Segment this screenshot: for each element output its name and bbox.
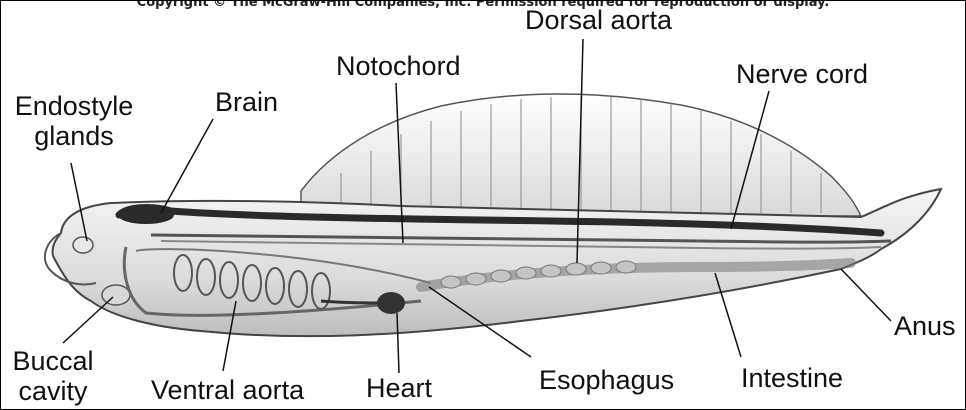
label-nerve-cord: Nerve cord: [736, 59, 868, 89]
label-anus: Anus: [894, 311, 956, 341]
label-heart: Heart: [366, 373, 432, 403]
label-intestine: Intestine: [741, 363, 843, 393]
label-dorsal-aorta: Dorsal aorta: [525, 5, 672, 35]
label-ventral-aorta: Ventral aorta: [151, 375, 304, 405]
label-brain: Brain: [215, 87, 278, 117]
brain-vesicle: [118, 206, 174, 224]
label-notochord: Notochord: [336, 51, 461, 81]
label-esophagus: Esophagus: [539, 365, 674, 395]
label-endostyle-glands: Endostyle glands: [9, 91, 139, 151]
heart: [377, 292, 405, 314]
label-buccal-cavity: Buccal cavity: [11, 346, 95, 406]
